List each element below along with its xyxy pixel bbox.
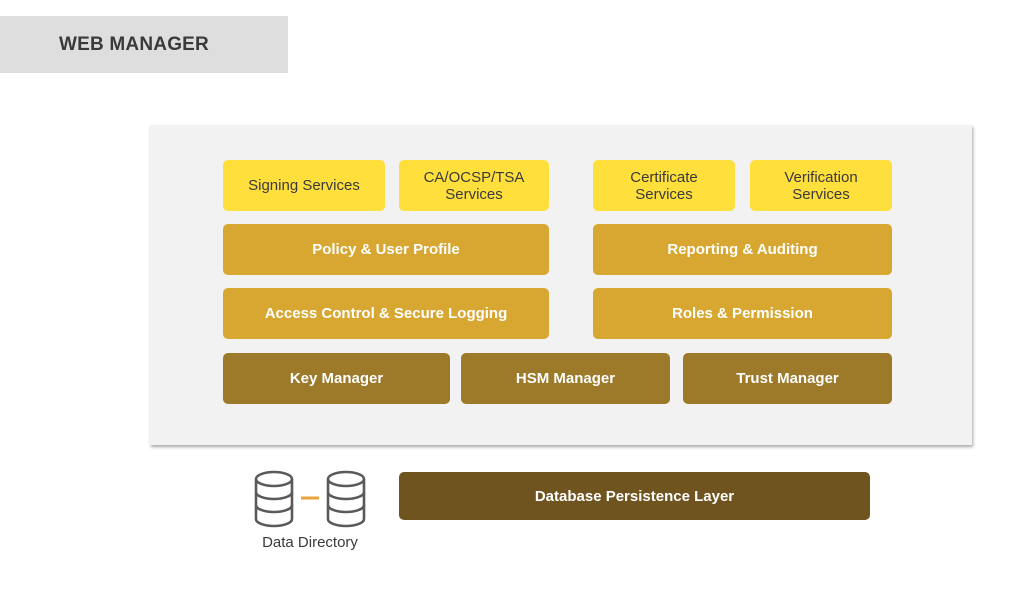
access-control-box: Access Control & Secure Logging <box>223 288 549 339</box>
hsm-manager-box: HSM Manager <box>461 353 670 404</box>
web-manager-panel: Signing Services CA/OCSP/TSA Services Ce… <box>150 125 972 445</box>
database-persistence-layer-label: Database Persistence Layer <box>534 487 735 505</box>
verification-services-label: Services <box>792 185 850 203</box>
signing-services-label: Signing Services <box>248 177 360 194</box>
trust-manager-label: Trust Manager <box>736 370 839 387</box>
ca-ocsp-tsa-services-box: CA/OCSP/TSA Services <box>399 160 549 211</box>
database-persistence-layer-box: Database Persistence Layer <box>399 472 870 520</box>
ca-ocsp-tsa-services-label: Services <box>445 185 503 203</box>
page-title: WEB MANAGER <box>59 33 209 55</box>
signing-services-box: Signing Services <box>223 160 385 211</box>
reporting-auditing-label: Reporting & Auditing <box>667 241 818 258</box>
reporting-auditing-box: Reporting & Auditing <box>593 224 892 275</box>
certificate-label: Certificate <box>630 168 698 186</box>
ca-ocsp-tsa-label: CA/OCSP/TSA <box>423 168 525 186</box>
database-icon <box>254 470 294 528</box>
data-directory-label: Data Directory <box>262 534 358 551</box>
data-directory-group <box>250 470 370 560</box>
database-icon <box>326 470 366 528</box>
policy-user-profile-box: Policy & User Profile <box>223 224 549 275</box>
certificate-services-box: Certificate Services <box>593 160 735 211</box>
database-pair-icon <box>254 470 366 528</box>
key-manager-label: Key Manager <box>289 370 384 387</box>
hsm-manager-label: HSM Manager <box>515 370 616 387</box>
roles-permission-box: Roles & Permission <box>593 288 892 339</box>
trust-manager-box: Trust Manager <box>683 353 892 404</box>
policy-user-profile-label: Policy & User Profile <box>312 241 460 258</box>
access-control-label: Access Control & Secure Logging <box>264 305 508 322</box>
verification-label: Verification <box>784 168 858 186</box>
header-tab: WEB MANAGER <box>0 16 288 73</box>
roles-permission-label: Roles & Permission <box>672 305 813 322</box>
certificate-services-label: Services <box>635 185 693 203</box>
verification-services-box: Verification Services <box>750 160 892 211</box>
key-manager-box: Key Manager <box>223 353 450 404</box>
